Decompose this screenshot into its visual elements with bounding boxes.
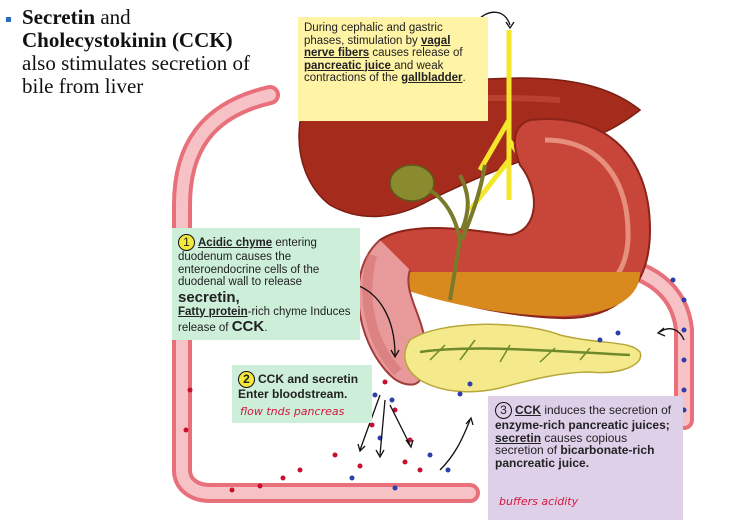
chyme xyxy=(395,272,640,316)
pancreas-arrow xyxy=(440,420,470,470)
handwritten-note-buffers: buffers acidity xyxy=(499,495,578,508)
handwritten-note-flow: flow tnds pancreas xyxy=(240,405,344,418)
vagal-nerve-info-box: During cephalic and gastric phases, stim… xyxy=(298,17,488,121)
gallbladder xyxy=(390,165,434,201)
bloodstream-arrow-3 xyxy=(390,405,410,445)
pancreas xyxy=(405,324,641,391)
step-2-number: 2 xyxy=(238,371,255,388)
step-3-number: 3 xyxy=(495,402,512,419)
step-1-number: 1 xyxy=(178,234,195,251)
bloodstream-arrow-2 xyxy=(380,400,385,455)
